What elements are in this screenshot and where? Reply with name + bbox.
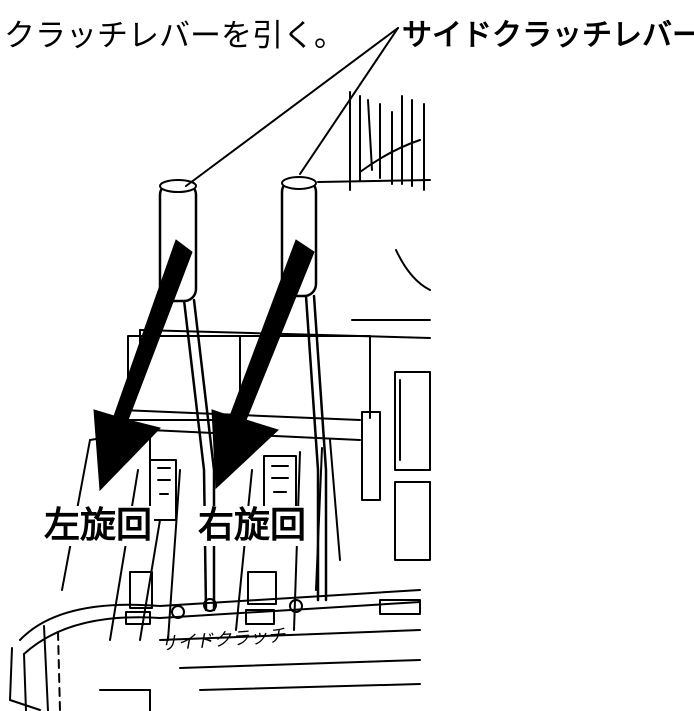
turn-right-label: 右旋回 (196, 505, 309, 546)
turn-left-label: 左旋回 (42, 505, 155, 546)
callout-label: サイドクラッチレバー (402, 18, 694, 53)
pull-arrow-icon (93, 239, 193, 492)
pull-arrow-icon (211, 239, 315, 490)
lever-slot-left (109, 459, 181, 641)
instruction-text: クラッチレバーを引く。 (4, 18, 345, 54)
pull-arrow-left (93, 239, 193, 492)
callout-leader-lines (185, 27, 399, 187)
front-guard (9, 589, 421, 711)
pull-arrow-right (211, 239, 315, 490)
panel-inscription: サイドクラッチ (159, 625, 287, 655)
